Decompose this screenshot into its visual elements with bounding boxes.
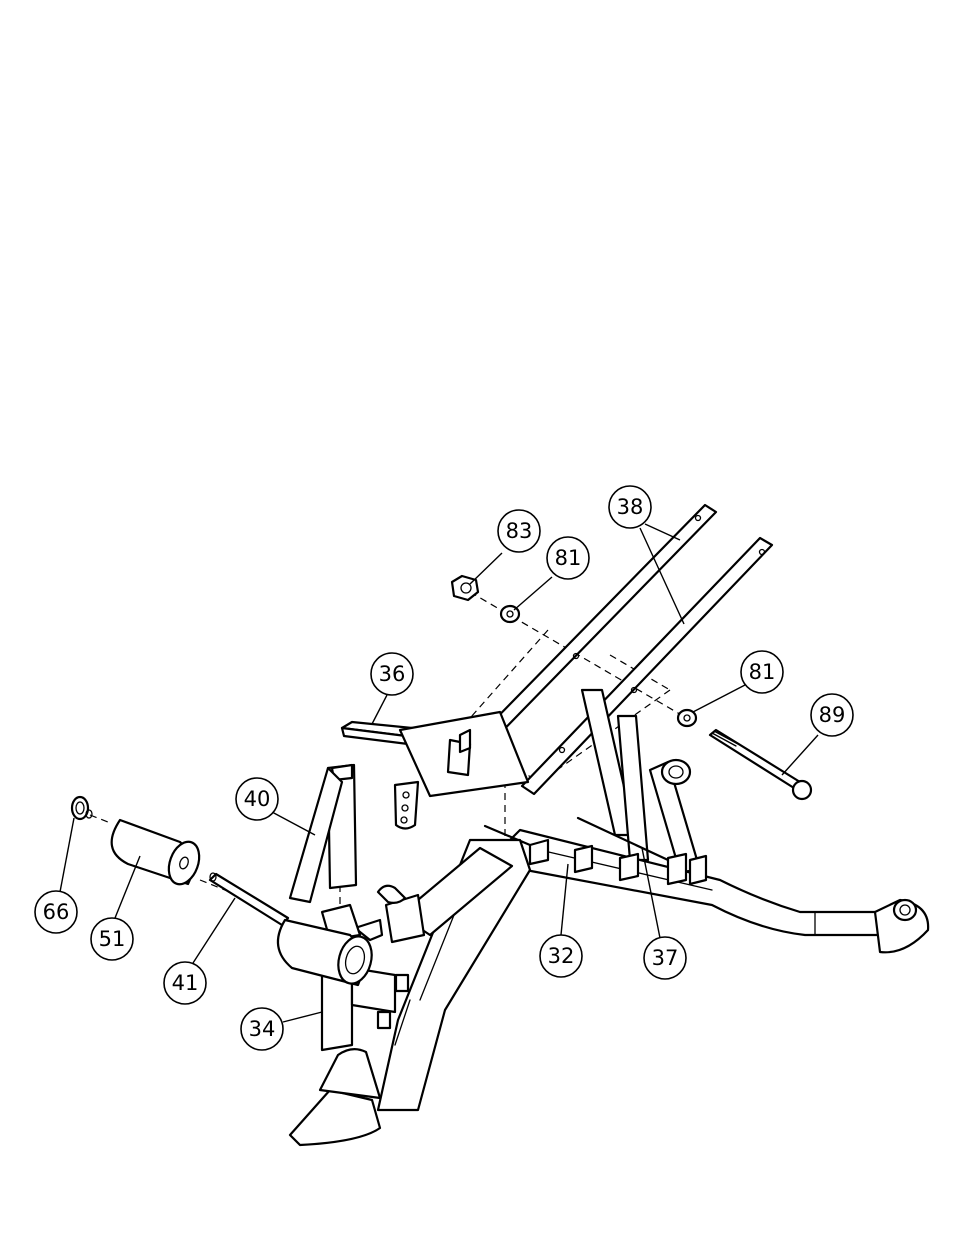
svg-text:37: 37 [652, 946, 679, 970]
callout-81-lower: 81 [741, 651, 783, 693]
svg-text:40: 40 [244, 787, 271, 811]
callout-83: 83 [498, 510, 540, 552]
svg-text:36: 36 [379, 662, 406, 686]
callout-36: 36 [371, 653, 413, 695]
svg-text:41: 41 [172, 971, 199, 995]
callout-37: 37 [644, 937, 686, 979]
svg-text:81: 81 [555, 546, 582, 570]
callout-89: 89 [811, 694, 853, 736]
clip-part-66 [72, 797, 92, 819]
svg-text:66: 66 [43, 900, 70, 924]
callout-38: 38 [609, 486, 651, 528]
foam-roller-part-51 [112, 820, 205, 888]
svg-text:38: 38 [617, 495, 644, 519]
svg-text:89: 89 [819, 703, 846, 727]
rod-part-41 [210, 873, 288, 925]
callout-51: 51 [91, 918, 133, 960]
callout-34: 34 [241, 1008, 283, 1050]
callout-41: 41 [164, 962, 206, 1004]
svg-text:83: 83 [506, 519, 533, 543]
seat-bracket-part-36 [342, 712, 528, 829]
svg-text:32: 32 [548, 944, 575, 968]
callout-66: 66 [35, 891, 77, 933]
callout-32: 32 [540, 935, 582, 977]
svg-text:34: 34 [249, 1017, 276, 1041]
callout-40: 40 [236, 778, 278, 820]
leg-pad-frame-part-40 [290, 765, 360, 940]
callout-81-upper: 81 [547, 537, 589, 579]
svg-text:81: 81 [749, 660, 776, 684]
bolt-part-89 [710, 730, 811, 799]
svg-text:51: 51 [99, 927, 126, 951]
